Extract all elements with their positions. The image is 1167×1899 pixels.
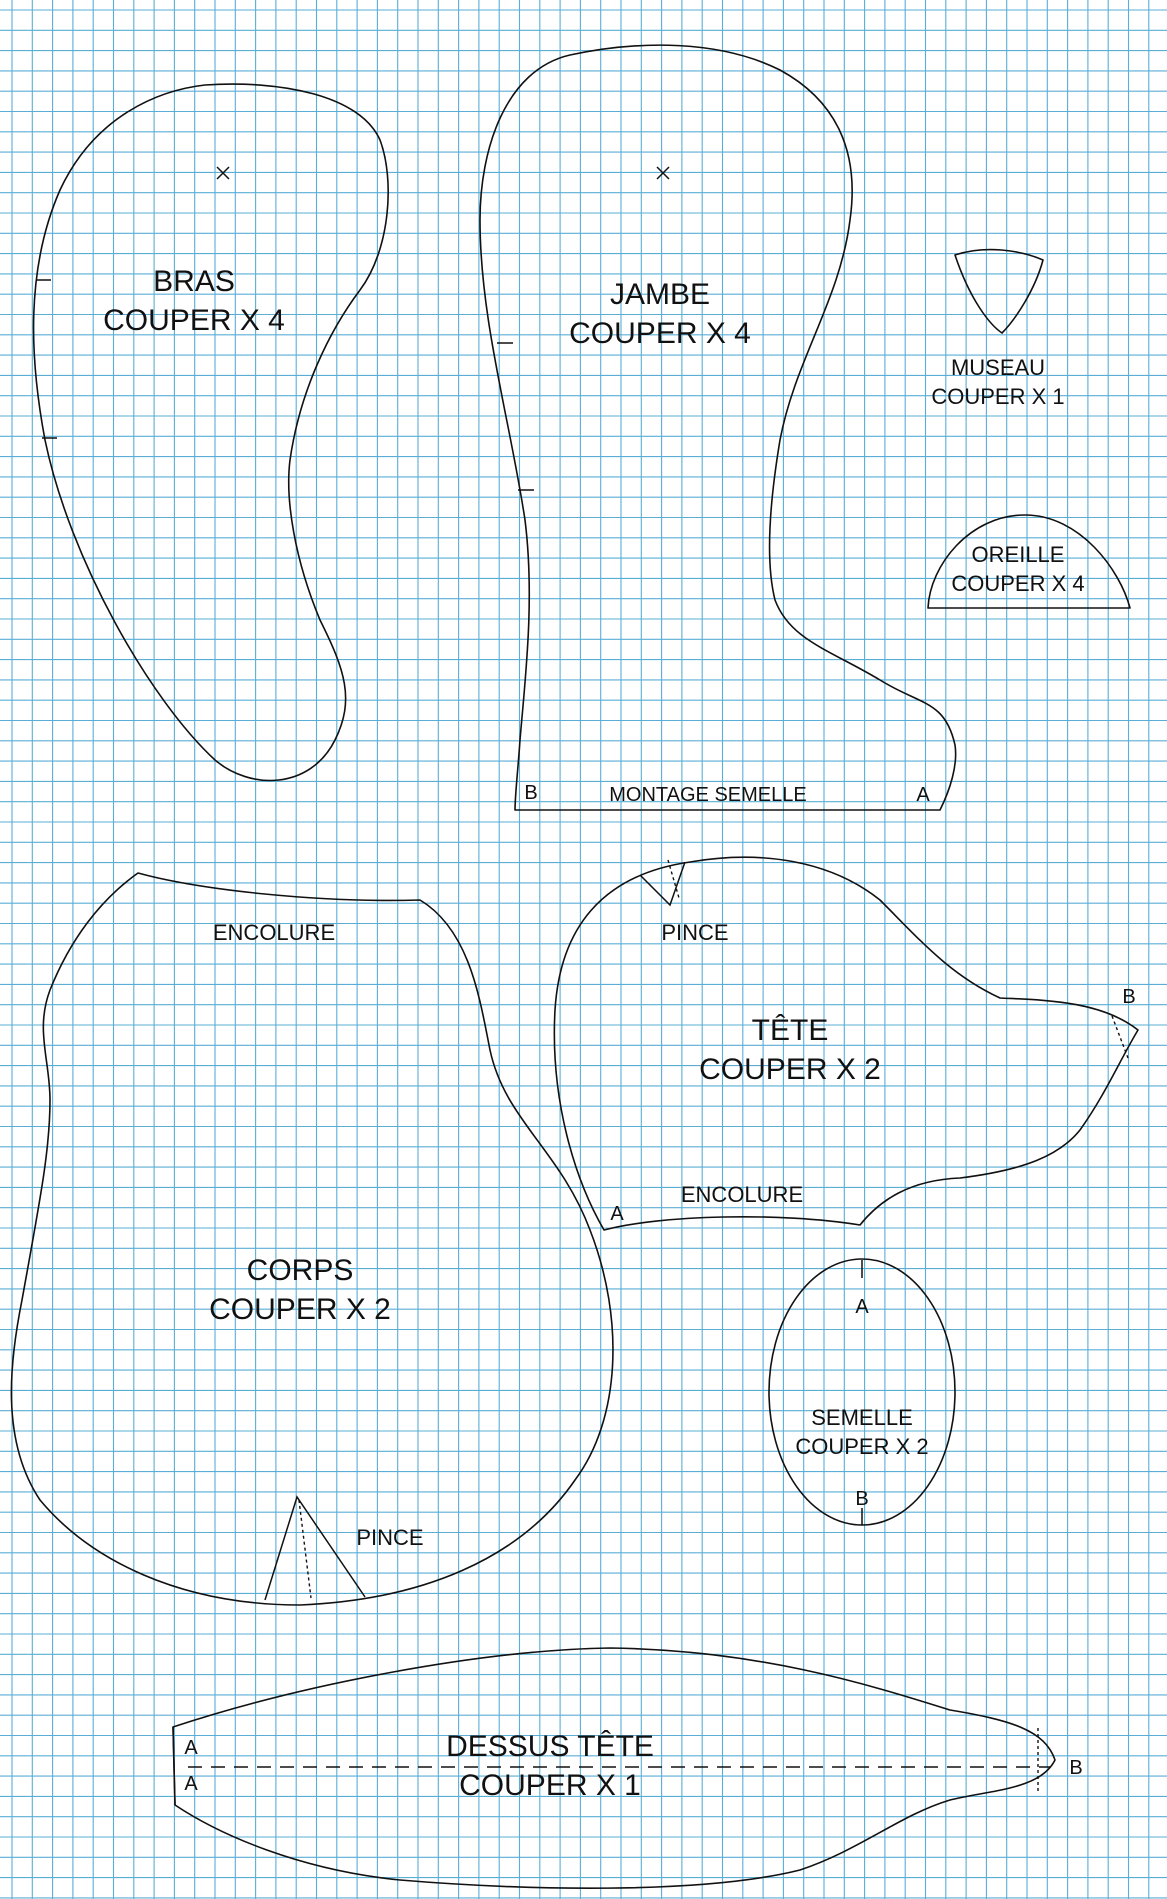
semelle-name: SEMELLE <box>811 1405 913 1430</box>
piece-tete: PINCE TÊTE COUPER X 2 ENCOLURE A B <box>553 856 1139 1231</box>
piece-dessus-tete: A A DESSUS TÊTE COUPER X 1 B <box>172 1647 1083 1889</box>
bras-cross-mark <box>216 166 230 180</box>
tete-dart-label: PINCE <box>661 920 728 945</box>
museau-cut: COUPER X 1 <box>931 384 1064 409</box>
dessus-tete-point-a2: A <box>184 1773 198 1795</box>
tete-cut: COUPER X 2 <box>699 1053 881 1086</box>
tete-outline <box>553 856 1139 1231</box>
dessus-tete-outline <box>172 1647 1056 1889</box>
piece-bras: BRAS COUPER X 4 <box>32 83 389 782</box>
piece-corps: ENCOLURE CORPS COUPER X 2 PINCE <box>10 872 614 1606</box>
bras-cut: COUPER X 4 <box>103 304 285 337</box>
dessus-tete-left-edge <box>172 1726 176 1806</box>
semelle-cut: COUPER X 2 <box>795 1434 928 1459</box>
piece-semelle: A SEMELLE COUPER X 2 B <box>768 1258 956 1526</box>
jambe-point-a: A <box>916 784 930 806</box>
tete-neck-label: ENCOLURE <box>681 1182 803 1207</box>
museau-name: MUSEAU <box>951 355 1045 380</box>
tete-point-b: B <box>1122 986 1135 1008</box>
dessus-tete-point-b: B <box>1069 1757 1082 1779</box>
dessus-tete-point-a1: A <box>184 1737 198 1759</box>
bras-name: BRAS <box>153 265 235 298</box>
corps-outline <box>10 872 614 1606</box>
jambe-name: JAMBE <box>610 278 710 311</box>
corps-name: CORPS <box>247 1254 354 1287</box>
oreille-name: OREILLE <box>972 542 1065 567</box>
semelle-point-b: B <box>855 1488 868 1510</box>
museau-outline <box>954 248 1044 334</box>
piece-museau: MUSEAU COUPER X 1 <box>931 248 1065 409</box>
tete-dart-fold <box>667 859 680 899</box>
corps-dart-label: PINCE <box>356 1525 423 1550</box>
tete-name: TÊTE <box>752 1014 829 1047</box>
jambe-point-b: B <box>524 782 537 804</box>
piece-oreille: OREILLE COUPER X 4 <box>927 514 1131 609</box>
corps-neck-label: ENCOLURE <box>213 920 335 945</box>
dessus-tete-name: DESSUS TÊTE <box>446 1730 654 1763</box>
jambe-outline <box>479 44 957 811</box>
corps-dart <box>264 1495 366 1601</box>
tete-dart <box>639 861 686 907</box>
corps-dart-fold <box>298 1499 312 1599</box>
jambe-cut: COUPER X 4 <box>569 317 751 350</box>
tete-nose-fold <box>1111 1015 1129 1059</box>
semelle-point-a: A <box>855 1296 869 1318</box>
oreille-outline <box>927 514 1131 609</box>
bras-outline <box>32 83 389 782</box>
piece-jambe: JAMBE COUPER X 4 MONTAGE SEMELLE B A <box>479 44 957 811</box>
jambe-cross-mark <box>656 166 670 180</box>
tete-point-a: A <box>610 1203 624 1225</box>
corps-cut: COUPER X 2 <box>209 1293 391 1326</box>
oreille-cut: COUPER X 4 <box>951 571 1084 596</box>
dessus-tete-cut: COUPER X 1 <box>459 1769 641 1802</box>
jambe-edge-label: MONTAGE SEMELLE <box>609 784 806 806</box>
